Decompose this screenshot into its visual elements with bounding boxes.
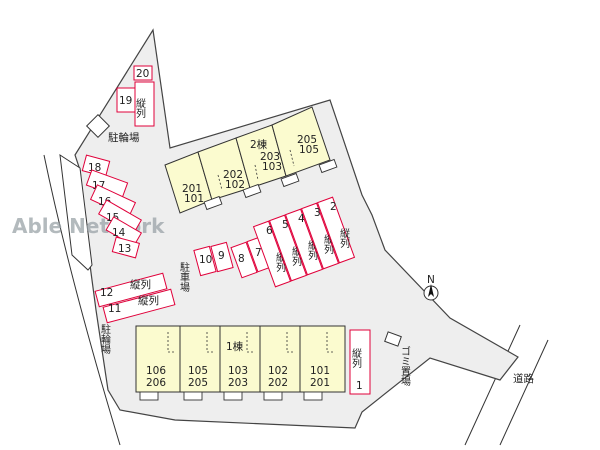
parking-stall-12 bbox=[94, 272, 168, 308]
tandem-stall-20-19 bbox=[134, 81, 155, 127]
stall-number: 12 bbox=[100, 287, 113, 299]
unit-lower: 202 bbox=[268, 377, 288, 389]
stall-number: 7 bbox=[255, 247, 262, 259]
unit-upper: 101 bbox=[310, 365, 330, 377]
bicycle-parking-top bbox=[85, 113, 111, 139]
road-edge-left-outer bbox=[43, 154, 121, 446]
compass-label: N bbox=[427, 274, 435, 286]
unit-105-205 bbox=[179, 325, 221, 393]
neighbor-strip bbox=[59, 153, 93, 271]
unit-lower: 105 bbox=[299, 144, 319, 156]
unit-lower: 102 bbox=[225, 179, 245, 191]
parking-stalls: 20 19 縦列 18 17 16 15 14 13 12 縦列 11 縦列 1… bbox=[81, 65, 371, 395]
parking-stall-20 bbox=[133, 65, 153, 81]
step bbox=[223, 391, 243, 401]
unit-upper: 103 bbox=[228, 365, 248, 377]
building-2-name: 2棟 bbox=[250, 138, 268, 151]
unit-upper: 201 bbox=[182, 183, 202, 195]
step bbox=[242, 183, 262, 199]
garbage-station bbox=[384, 331, 402, 347]
stall-number: 14 bbox=[112, 227, 126, 239]
road-label: 道路 bbox=[513, 372, 534, 385]
stall-number: 19 bbox=[119, 95, 132, 107]
tandem-label: 縦列 bbox=[338, 227, 350, 249]
tandem-label: 縦列 bbox=[130, 278, 151, 291]
parking-stall-2 bbox=[316, 196, 356, 264]
unit-lower: 205 bbox=[188, 377, 208, 389]
stall-number: 11 bbox=[108, 303, 121, 315]
building-1: 1棟 106 206 105 205 103 203 102 202 101 2… bbox=[135, 325, 346, 401]
stall-number: 6 bbox=[266, 225, 273, 237]
unit-lower: 103 bbox=[262, 161, 282, 173]
step bbox=[183, 391, 203, 401]
unit-lower: 206 bbox=[146, 377, 166, 389]
unit-upper: 106 bbox=[146, 365, 166, 377]
garbage-label: ゴミ置場 bbox=[399, 345, 411, 387]
dash bbox=[246, 332, 254, 353]
stall-number: 9 bbox=[218, 250, 225, 262]
unit-upper: 102 bbox=[268, 365, 288, 377]
parking-stall-8 bbox=[230, 241, 258, 279]
dash bbox=[286, 332, 294, 353]
unit-upper: 203 bbox=[260, 151, 280, 163]
step bbox=[203, 195, 223, 211]
dash bbox=[167, 332, 175, 353]
building-2: 2棟 201 101 202 102 203 103 205 105 bbox=[164, 106, 338, 214]
unit-upper: 105 bbox=[188, 365, 208, 377]
parking-stall-9 bbox=[210, 241, 234, 273]
stall-number: 4 bbox=[298, 213, 305, 225]
bicycle-parking-left-label: 駐輪場 bbox=[99, 323, 111, 355]
road-edge-right-1 bbox=[464, 324, 521, 446]
unit-102-202 bbox=[259, 325, 301, 393]
car-parking-label: 駐車場 bbox=[178, 261, 190, 293]
unit-lower: 201 bbox=[310, 377, 330, 389]
parking-stall-5 bbox=[268, 214, 308, 282]
parking-stall-4 bbox=[284, 208, 324, 276]
stall-number: 13 bbox=[118, 243, 131, 255]
stall-number: 5 bbox=[282, 219, 289, 231]
unit-lower: 203 bbox=[228, 377, 248, 389]
bicycle-parking-top-label: 駐輪場 bbox=[108, 131, 140, 144]
unit-lower: 101 bbox=[184, 193, 204, 205]
unit-upper: 205 bbox=[297, 134, 317, 146]
road-edge-right-2 bbox=[499, 339, 549, 446]
unit-101-201 bbox=[299, 325, 346, 393]
dash bbox=[289, 149, 295, 167]
stall-number: 20 bbox=[136, 68, 149, 80]
parking-stall-3 bbox=[300, 202, 340, 270]
tandem-label: 縦列 bbox=[134, 97, 146, 119]
stall-number: 8 bbox=[238, 253, 245, 265]
parking-stall-1 bbox=[349, 329, 371, 395]
dash bbox=[206, 332, 214, 353]
unit-205-105 bbox=[271, 106, 331, 177]
parking-stall-13 bbox=[111, 236, 141, 259]
step bbox=[318, 158, 338, 174]
stall-number: 10 bbox=[199, 254, 212, 266]
tandem-label: 縦列 bbox=[138, 294, 159, 307]
watermark-text: Able Network bbox=[12, 214, 165, 238]
unit-upper: 202 bbox=[223, 169, 243, 181]
step bbox=[263, 391, 283, 401]
parking-stall-11 bbox=[102, 288, 176, 324]
stall-number: 3 bbox=[314, 207, 321, 219]
building-1-name: 1棟 bbox=[226, 340, 244, 353]
dash bbox=[217, 174, 223, 191]
parking-stall-6 bbox=[252, 220, 292, 288]
stall-number: 1 bbox=[356, 380, 363, 392]
stall-number: 2 bbox=[330, 201, 337, 213]
step bbox=[139, 391, 159, 401]
step bbox=[280, 172, 300, 188]
tandem-label: 縦列 bbox=[350, 347, 362, 369]
compass-icon: N bbox=[423, 274, 439, 301]
step bbox=[303, 391, 323, 401]
dash bbox=[326, 332, 334, 353]
parking-stall-10 bbox=[193, 245, 217, 277]
dash bbox=[254, 164, 259, 181]
